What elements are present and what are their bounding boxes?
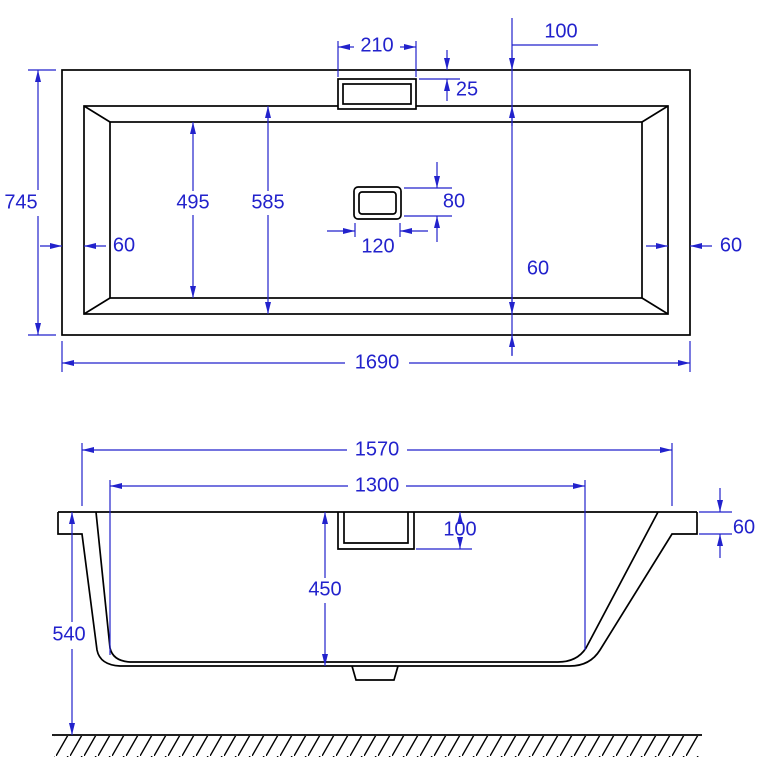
dim-label-basin-opening-depth: 585	[251, 191, 284, 213]
dim-top-overall-width: 1690	[61, 341, 691, 373]
dim-top-basin-opening-depth: 585	[251, 106, 285, 314]
dim-label-inner-depth: 450	[308, 578, 341, 600]
dim-top-margin-top: 100	[509, 18, 598, 356]
dim-top-drain-width: 120	[327, 223, 428, 257]
top-view	[61, 69, 691, 336]
dim-top-margin-right: 60	[646, 234, 742, 256]
dim-top-drain-depth: 80	[404, 162, 465, 242]
dim-side-flange-length: 1570	[81, 438, 673, 506]
dim-side-inner-depth: 450	[308, 512, 342, 666]
dim-label-drain-depth: 80	[443, 190, 465, 212]
dim-top-deck-offset: 25	[419, 50, 478, 101]
dim-label-deck-offset: 25	[456, 78, 478, 100]
drain-fitting-section	[351, 665, 399, 681]
dim-label-deck-width: 210	[360, 34, 393, 56]
dim-label-rim-thickness: 60	[733, 516, 755, 538]
dim-top-deck-width: 210	[337, 34, 417, 77]
dim-label-overall-depth: 745	[4, 191, 37, 213]
dim-label-margin-left: 60	[113, 234, 135, 256]
dim-label-overall-width: 1690	[355, 351, 400, 373]
dim-side-floor-length: 1300	[109, 474, 586, 655]
dim-top-basin-floor-depth: 495	[176, 122, 210, 298]
dim-top-overall-depth: 745	[4, 69, 56, 336]
dim-top-margin-left: 60	[40, 234, 135, 256]
dim-label-flange-length: 1570	[355, 438, 400, 460]
dim-label-basin-floor-depth: 495	[176, 191, 209, 213]
dim-side-overall-height: 540	[52, 512, 86, 735]
tub-basin-floor	[109, 121, 643, 299]
ground-hatch	[54, 736, 700, 757]
dim-label-overall-height: 540	[52, 623, 85, 645]
dim-top-margin-bottom: 60	[509, 257, 549, 355]
dim-label-margin-bottom: 60	[527, 257, 549, 279]
dim-label-drain-width: 120	[361, 235, 394, 257]
dim-label-overflow-depth: 100	[443, 518, 476, 540]
dim-side-rim-thickness: 60	[699, 488, 755, 558]
overflow-fitting-section	[337, 512, 415, 550]
dim-label-margin-right: 60	[720, 234, 742, 256]
basin-corner-slopes	[83, 105, 669, 315]
dim-label-floor-length: 1300	[355, 474, 400, 496]
dim-label-margin-top: 100	[544, 20, 577, 42]
tub-outer-edge	[61, 69, 691, 336]
drain-outline	[353, 186, 402, 220]
side-view	[52, 511, 702, 757]
dim-side-overflow-depth: 100	[416, 512, 477, 550]
overflow-deck	[337, 78, 417, 110]
tub-section-profile	[57, 511, 698, 667]
